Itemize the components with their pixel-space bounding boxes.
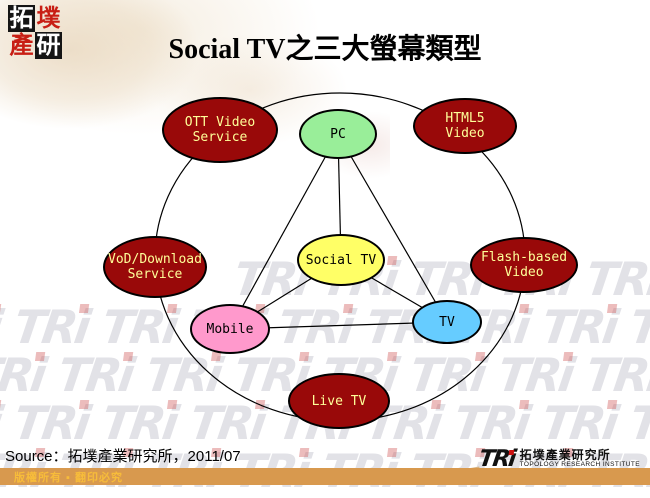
footer-logo-cjk: 拓墣產業研究所: [519, 448, 611, 462]
node-pc: PC: [299, 109, 377, 159]
logo-char: 產: [9, 32, 34, 59]
node-vod-download-service: VoD/Download Service: [103, 236, 207, 298]
node-flash-based-video: Flash-based Video: [470, 237, 578, 293]
source-citation: Source：拓墣產業研究所，2011/07: [5, 448, 241, 465]
tri-footer-logo: TRi 拓墣產業研究所 TOPOLOGY RESEARCH INSTITUTE: [477, 446, 640, 472]
page-title: Social TV之三大螢幕類型: [168, 34, 482, 65]
node-html5-video: HTML5 Video: [413, 98, 517, 154]
node-label: PC: [330, 126, 346, 142]
logo-char: 拓: [8, 5, 35, 32]
node-mobile: Mobile: [190, 304, 270, 354]
node-social-tv: Social TV: [297, 234, 385, 286]
node-label: TV: [439, 314, 455, 330]
logo-char: 墣: [36, 5, 61, 32]
node-label: Flash-based Video: [480, 250, 568, 280]
node-label: VoD/Download Service: [108, 252, 202, 282]
company-corner-logo: 拓 墣 產 研: [8, 5, 62, 59]
node-ott-video-service: OTT Video Service: [162, 97, 278, 163]
node-label: Social TV: [305, 252, 377, 268]
node-live-tv: Live TV: [288, 373, 390, 429]
node-label: Mobile: [206, 321, 254, 337]
node-label: HTML5 Video: [445, 111, 485, 141]
tri-logo-mark: TRi: [477, 446, 517, 472]
logo-char: 研: [35, 32, 62, 59]
node-tv: TV: [412, 300, 482, 344]
copyright-text: 版權所有 ▪ 翻印必究: [14, 471, 124, 484]
node-label: Live TV: [311, 393, 367, 409]
footer-logo-en: TOPOLOGY RESEARCH INSTITUTE: [519, 461, 640, 468]
node-label: OTT Video Service: [184, 115, 256, 145]
copyright-bar: 版權所有 ▪ 翻印必究: [0, 468, 650, 485]
